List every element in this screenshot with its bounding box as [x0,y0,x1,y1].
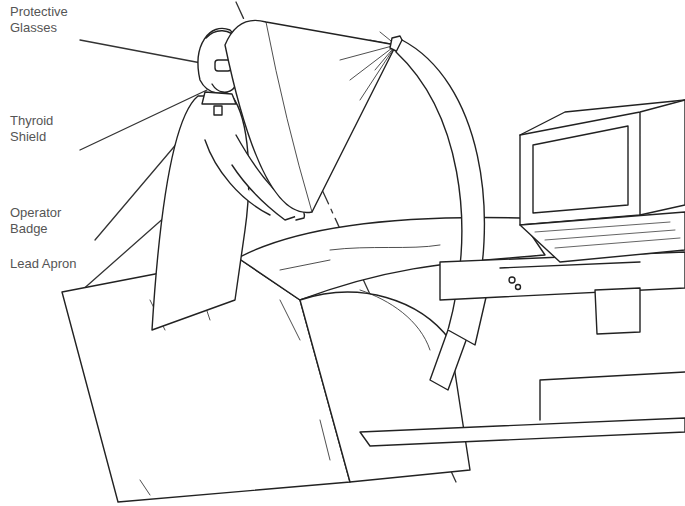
mobile-stand [360,252,685,446]
monitor [520,100,685,262]
part-label: Operator Badge [10,205,88,237]
part-label: Thyroid Shield [10,113,88,145]
part-label: Lead Apron [10,256,88,272]
c-arm [396,40,490,390]
part-label: Protective Glasses [10,4,88,36]
image-intensifier [225,20,396,212]
